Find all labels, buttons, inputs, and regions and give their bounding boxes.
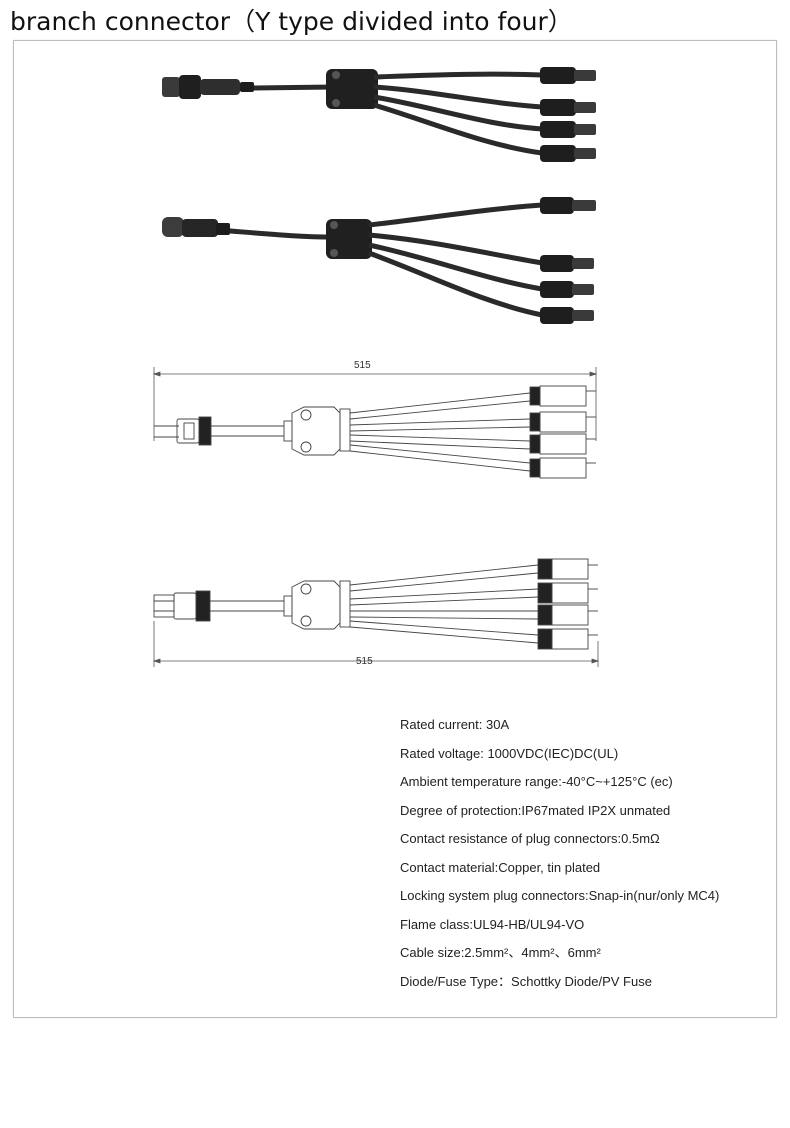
product-sheet: 515 [13,40,777,1018]
spec-rated-voltage: Rated voltage: 1000VDC(IEC)DC(UL) [400,745,619,761]
dimension-bottom-label: 515 [356,656,373,667]
dimension-top-label: 515 [354,360,371,371]
spec-flame-class: Flame class:UL94-HB/UL94-VO [400,916,585,932]
dimension-bottom [152,621,600,667]
spec-contact-material: Contact material:Copper, tin plated [400,859,601,875]
technical-drawing: 515 [152,360,600,667]
connector-photo-1 [162,67,596,162]
spec-cable-size: Cable size:2.5mm²、4mm²、6mm² [400,945,601,960]
line-drawing-2 [153,558,598,650]
spec-diode-fuse-type: Diode/Fuse Type：Schottky Diode/PV Fuse [400,973,652,989]
dimension-top [152,367,598,441]
spec-locking-system: Locking system plug connectors:Snap-in(n… [400,888,720,903]
line-drawing-1 [154,385,596,479]
spec-list: Rated current: 30A Rated voltage: 1000VD… [400,715,770,1000]
page-title: branch connector（Y type divided into fou… [10,7,573,36]
spec-ambient-temperature: Ambient temperature range:-40°C~+125°C (… [400,774,673,789]
product-photo [162,67,596,324]
connector-photo-2 [162,197,596,324]
spec-rated-current: Rated current: 30A [400,717,510,732]
spec-degree-of-protection: Degree of protection:IP67mated IP2X unma… [400,802,671,818]
spec-contact-resistance: Contact resistance of plug connectors:0.… [400,831,660,846]
